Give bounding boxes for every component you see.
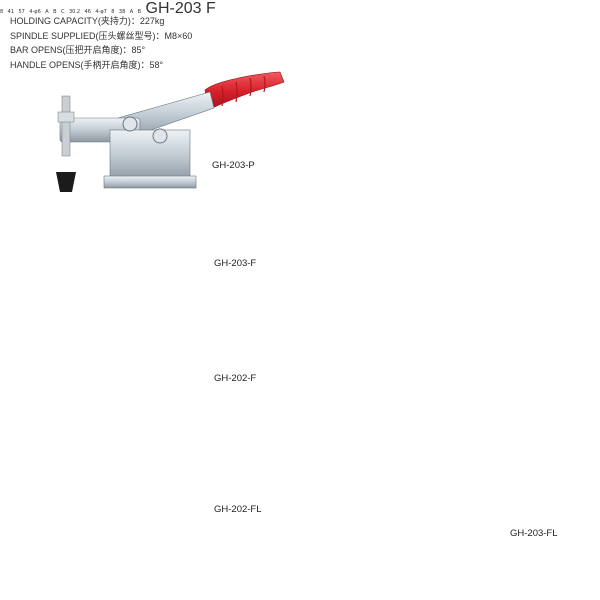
- clamp-gh203p-image: [56, 71, 285, 192]
- dim-label-e3: 4-φ7: [95, 9, 107, 15]
- dim-label-e1: 30.2: [68, 9, 81, 15]
- spec-handle-opens: HANDLE OPENS(手柄开启角度)：58°: [10, 59, 164, 70]
- dim-label-e2: 46: [84, 9, 91, 15]
- dim-label-f1: 8: [111, 9, 115, 15]
- spec-spindle-supplied: SPINDLE SUPPLIED(压头螺丝型号)：M8×60: [10, 30, 193, 41]
- dim-label-f2: 38: [118, 9, 126, 15]
- spec-bar-opens: BAR OPENS(压把开启角度)：85°: [10, 45, 146, 55]
- spec-list: HOLDING CAPACITY(夹持力)：227kg SPINDLE SUPP…: [10, 14, 192, 72]
- dim-label-a2: A: [129, 9, 134, 15]
- dim-label-d1: 8: [0, 9, 4, 15]
- dim-label-d2: 41: [7, 9, 15, 15]
- model-label-gh203fl: GH-203-FL: [510, 528, 558, 539]
- model-label-gh203p: GH-203-P: [212, 160, 255, 171]
- model-label-gh202f: GH-202-F: [214, 373, 257, 384]
- dim-label-a: A: [45, 9, 49, 15]
- spec-holding-capacity: HOLDING CAPACITY(夹持力)：227kg: [10, 16, 165, 26]
- dim-label-b2: B: [137, 9, 142, 15]
- dim-label-d4: 4-φ6: [29, 9, 41, 15]
- model-label-gh203f: GH-203-F: [214, 258, 257, 269]
- model-label-gh202fl: GH-202-FL: [214, 504, 262, 515]
- dim-label-d3: 57: [18, 9, 25, 15]
- dim-label-b: B: [53, 9, 57, 15]
- dim-label-c: C: [60, 9, 65, 15]
- body-stamp: GH-203 F: [145, 0, 216, 17]
